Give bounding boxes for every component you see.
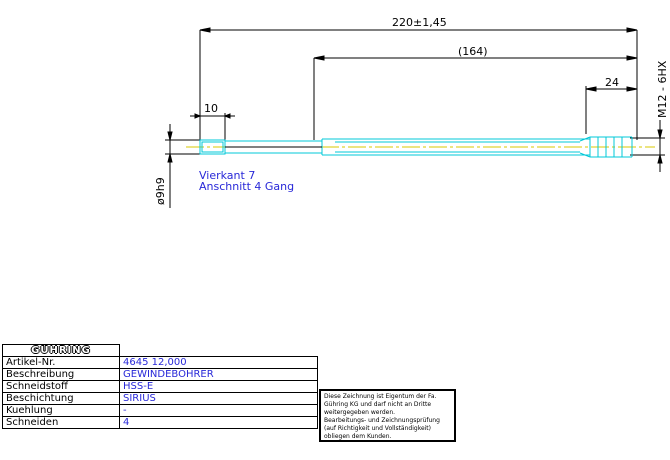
thread-length-dimension — [313, 55, 638, 140]
thread-length-label: (164) — [458, 45, 488, 58]
row-value: 4 — [119, 416, 318, 429]
shank-diameter-label: ø9h9 — [154, 177, 167, 205]
tap-outline — [199, 136, 633, 158]
row-label: Kuehlung — [2, 404, 120, 417]
thread-spec-label: M12 - 6HX — [656, 60, 669, 118]
ownership-notice: Diese Zeichnung ist Eigentum der Fa. Güh… — [319, 389, 456, 442]
row-value: - — [119, 404, 318, 417]
table-row: Kuehlung - — [2, 404, 318, 417]
square-length-dimension — [190, 113, 235, 140]
row-label: Beschichtung — [2, 392, 120, 405]
note-chamfer: Anschnitt 4 Gang — [199, 180, 294, 193]
row-value: HSS-E — [119, 380, 318, 393]
chamfer-length-dimension — [585, 86, 638, 134]
overall-length-label: 220±1,45 — [392, 16, 447, 29]
table-row: Beschichtung SIRIUS — [2, 392, 318, 405]
shank-diameter-dimension — [165, 124, 200, 208]
row-label: Beschreibung — [2, 368, 120, 381]
company-logo: GÜHRING — [2, 344, 120, 357]
overall-length-dimension — [199, 27, 638, 140]
thread-spec-dimension — [630, 120, 665, 172]
row-label: Schneidstoff — [2, 380, 120, 393]
row-value: GEWINDEBOHRER — [119, 368, 318, 381]
table-row: Beschreibung GEWINDEBOHRER — [2, 368, 318, 381]
title-block-logo-row: GÜHRING — [2, 344, 318, 357]
note-square: Vierkant 7 — [199, 169, 255, 182]
title-block: GÜHRING Artikel-Nr. 4645 12,000 Beschrei… — [2, 344, 318, 429]
row-label: Schneiden — [2, 416, 120, 429]
table-row: Schneiden 4 — [2, 416, 318, 429]
table-row: Schneidstoff HSS-E — [2, 380, 318, 393]
row-label: Artikel-Nr. — [2, 356, 120, 369]
chamfer-length-label: 24 — [605, 76, 619, 89]
row-value: 4645 12,000 — [119, 356, 318, 369]
row-value: SIRIUS — [119, 392, 318, 405]
table-row: Artikel-Nr. 4645 12,000 — [2, 356, 318, 369]
square-length-label: 10 — [204, 102, 218, 115]
